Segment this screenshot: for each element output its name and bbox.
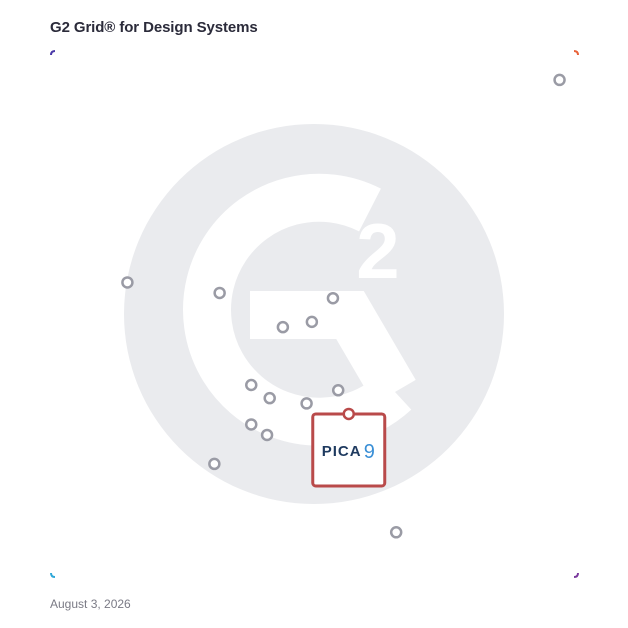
highlight-marker[interactable] [342, 407, 356, 421]
chart-date: August 3, 2026 [50, 597, 131, 611]
svg-text:2: 2 [356, 207, 399, 295]
product-marker[interactable] [213, 286, 226, 300]
product-marker[interactable] [326, 291, 340, 305]
product-marker[interactable] [263, 391, 276, 405]
product-marker[interactable] [245, 418, 258, 431]
points-layer [121, 73, 566, 539]
product-marker[interactable] [208, 457, 221, 471]
product-marker[interactable] [260, 428, 274, 442]
highlight-logo-text: PICA [322, 443, 362, 460]
product-marker[interactable] [553, 73, 566, 87]
product-marker[interactable] [121, 276, 134, 289]
highlight-logo-accent: 9 [364, 441, 375, 463]
product-marker[interactable] [331, 384, 345, 397]
chart-title: G2 Grid® for Design Systems [50, 19, 258, 36]
product-marker[interactable] [276, 320, 290, 334]
product-marker[interactable] [389, 526, 403, 539]
product-marker[interactable] [300, 397, 313, 410]
product-marker[interactable] [245, 378, 258, 392]
product-marker[interactable] [305, 315, 319, 329]
